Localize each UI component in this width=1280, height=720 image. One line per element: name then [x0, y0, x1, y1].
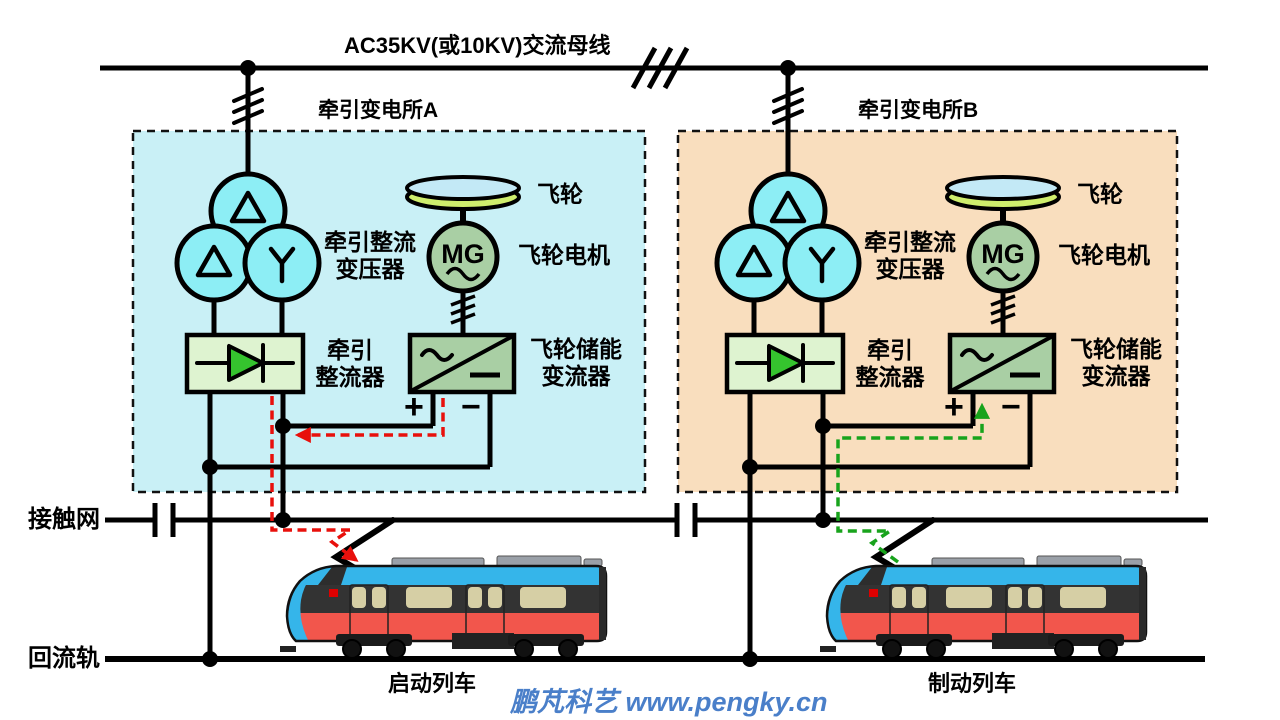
flow-arrow-to-starting-train — [270, 396, 359, 562]
minus-terminal-b: − — [1001, 388, 1021, 426]
starting-train-label: 启动列车 — [388, 671, 477, 696]
flywheel-motor-label-a: 飞轮电机 — [518, 242, 610, 268]
train-bogies — [336, 634, 584, 659]
plus-terminal-a: + — [404, 388, 424, 426]
train-graphic-braking — [820, 520, 1151, 658]
train-graphic — [280, 517, 608, 659]
feeder-hash-marks — [232, 87, 264, 125]
substation-b-title: 牵引变电所B — [858, 99, 979, 122]
train-windows — [352, 587, 566, 608]
plus-terminal-b: + — [944, 388, 964, 426]
catenary-line — [105, 503, 1208, 537]
bus-break-slashes — [630, 46, 690, 90]
flywheel-label-a: 飞轮 — [537, 181, 583, 207]
flow-arrow-regeneration-to-converter — [836, 402, 991, 564]
traction-rectifier-symbol — [184, 332, 306, 395]
flywheel-motor-symbol: MG — [426, 220, 500, 294]
train-logo — [329, 589, 338, 597]
mg-label: MG — [441, 239, 485, 269]
catenary-label: 接触网 — [28, 506, 100, 533]
converter-label-a: 飞轮储能 变流器 — [530, 336, 622, 390]
flow-arrow-discharge-to-feeder — [294, 398, 445, 444]
transformer-label-b: 牵引整流 变压器 — [864, 229, 956, 283]
flywheel-converter-symbol — [407, 332, 517, 395]
rectifier-label-a: 牵引 整流器 — [315, 337, 385, 391]
ac-bus-label: AC35KV(或10KV)交流母线 — [344, 33, 611, 58]
return-rail-label: 回流轨 — [28, 645, 100, 672]
minus-terminal-a: − — [461, 388, 481, 426]
watermark: 鹏芃科艺 www.pengky.cn — [510, 687, 828, 717]
transformer-label-a: 牵引整流 变压器 — [324, 229, 416, 283]
flywheel-symbol — [405, 175, 521, 226]
rectifier-label-b: 牵引 整流器 — [855, 337, 925, 391]
braking-train-label: 制动列车 — [928, 671, 1017, 696]
flywheel-motor-label-b: 飞轮电机 — [1058, 242, 1150, 268]
converter-label-b: 飞轮储能 变流器 — [1070, 336, 1162, 390]
substation-components: MG — [174, 60, 521, 667]
substation-a-title: 牵引变电所A — [318, 99, 439, 122]
motor-hash-marks — [450, 294, 476, 325]
flywheel-label-b: 飞轮 — [1077, 181, 1123, 207]
